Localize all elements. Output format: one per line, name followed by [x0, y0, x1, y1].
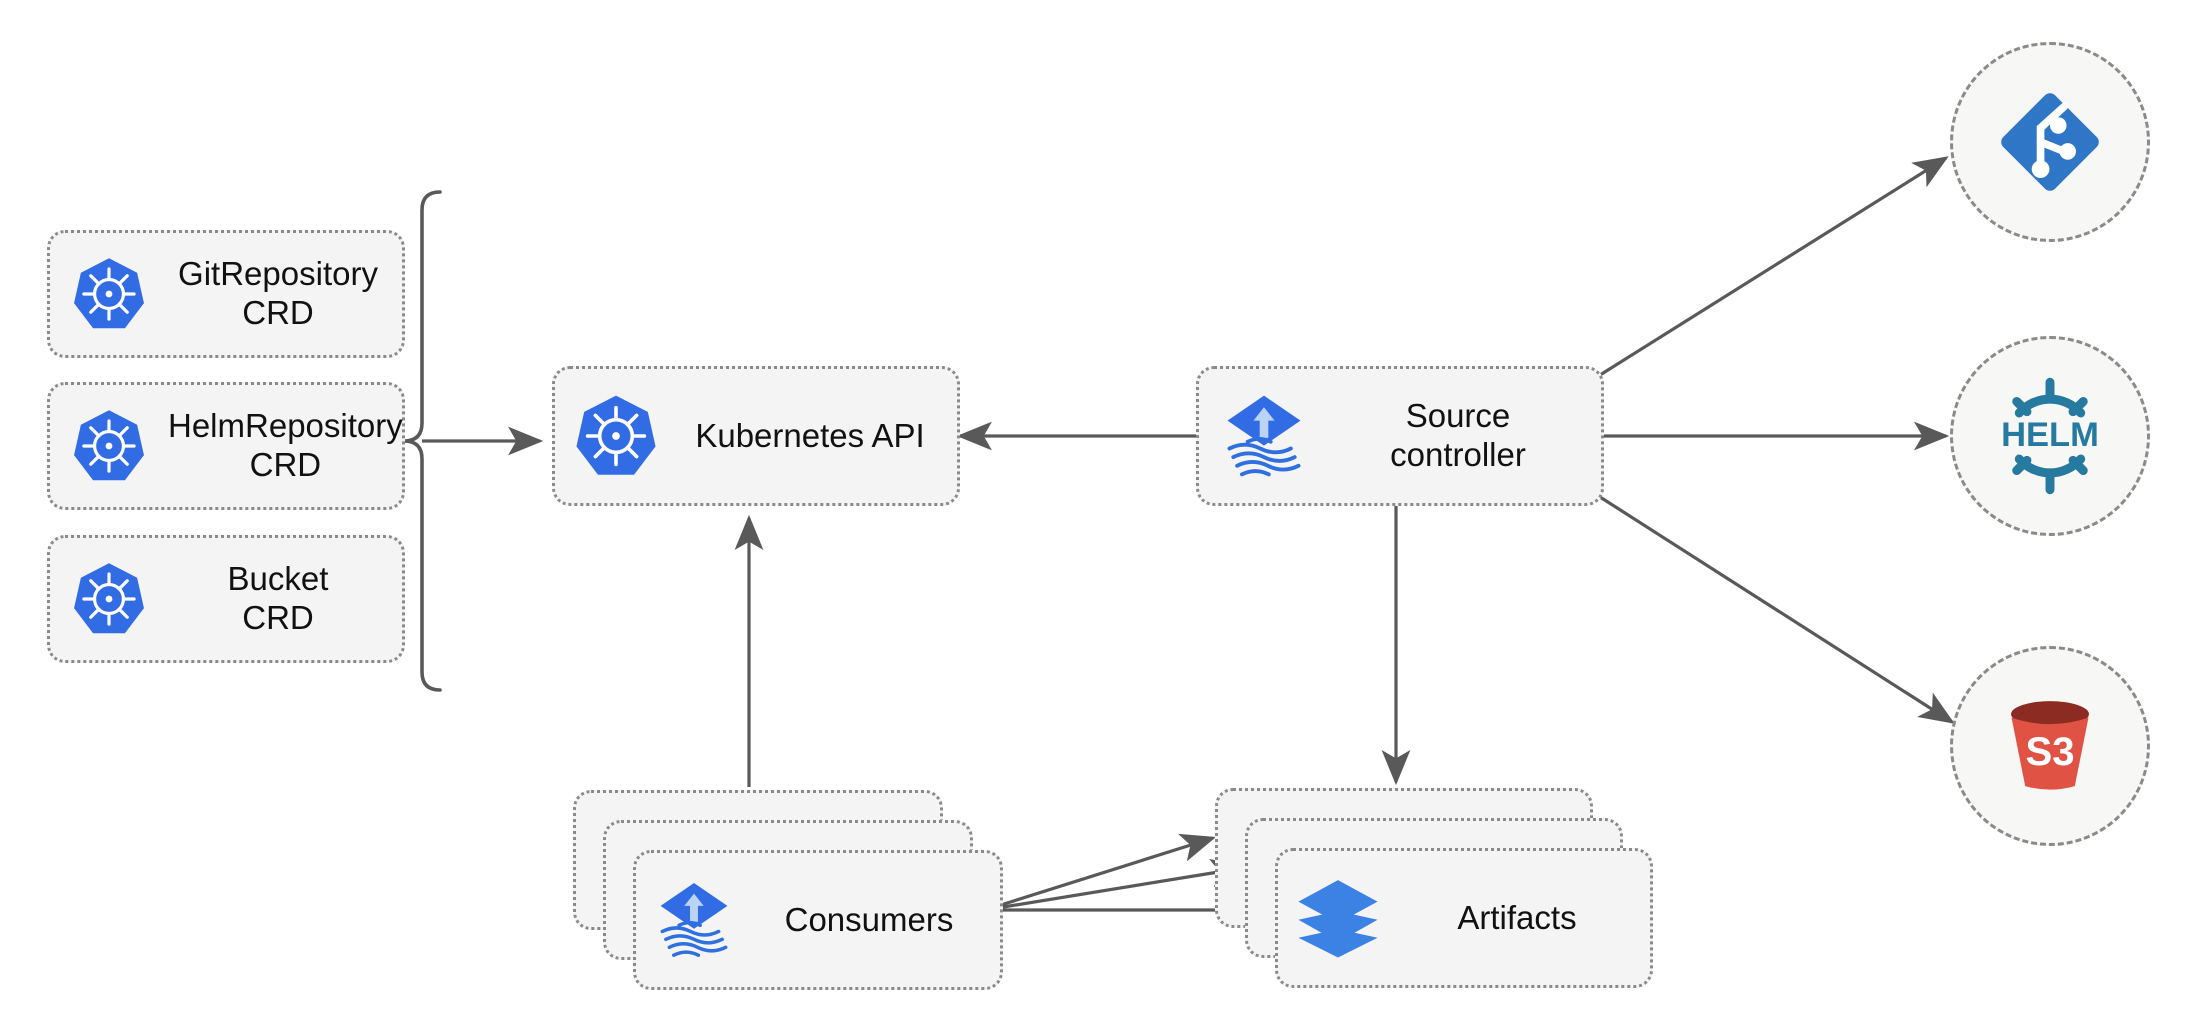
- source-controller-node[interactable]: Source controller: [1196, 366, 1604, 506]
- kubernetes-icon: [50, 408, 168, 484]
- s3-icon: S3: [2011, 701, 2089, 790]
- flux-icon: [636, 876, 752, 964]
- kubernetes-icon: [50, 256, 168, 332]
- flux-icon: [1199, 388, 1329, 484]
- kubernetes-api-label: Kubernetes API: [695, 416, 925, 454]
- source-controller-label: Source controller: [1390, 397, 1526, 473]
- artifacts-node[interactable]: Artifacts: [1275, 848, 1653, 988]
- git-icon: [2001, 93, 2099, 191]
- crd-card-gitrepository[interactable]: GitRepository CRD: [47, 230, 405, 358]
- edge-consumers-to-artifacts-2: [984, 858, 1247, 912]
- helm-icon: HELM: [2001, 377, 2099, 495]
- edge-consumers-to-artifacts-1: [984, 833, 1217, 912]
- crd-card-bucket[interactable]: Bucket CRD: [47, 535, 405, 663]
- crd-card-label: Bucket CRD: [227, 560, 329, 636]
- helm-source-node[interactable]: HELM: [1950, 336, 2150, 536]
- kubernetes-api-node[interactable]: Kubernetes API: [552, 366, 960, 506]
- edge-source-to-git: [1599, 156, 1949, 377]
- layers-icon: [1278, 875, 1398, 961]
- kubernetes-icon: [50, 561, 168, 637]
- crd-card-helmrepository[interactable]: HelmRepository CRD: [47, 382, 405, 510]
- git-source-node[interactable]: [1950, 42, 2150, 242]
- s3-source-node[interactable]: S3: [1950, 646, 2150, 846]
- crd-card-label: GitRepository CRD: [178, 255, 378, 331]
- helm-wordmark: HELM: [2001, 416, 2099, 454]
- s3-wordmark: S3: [2025, 729, 2074, 774]
- artifacts-label: Artifacts: [1457, 898, 1577, 936]
- edge-source-to-s3: [1599, 495, 1955, 724]
- consumers-node[interactable]: Consumers: [633, 850, 1003, 990]
- kubernetes-icon: [555, 393, 677, 479]
- consumers-label: Consumers: [784, 900, 954, 938]
- crd-card-label: HelmRepository CRD: [168, 407, 403, 483]
